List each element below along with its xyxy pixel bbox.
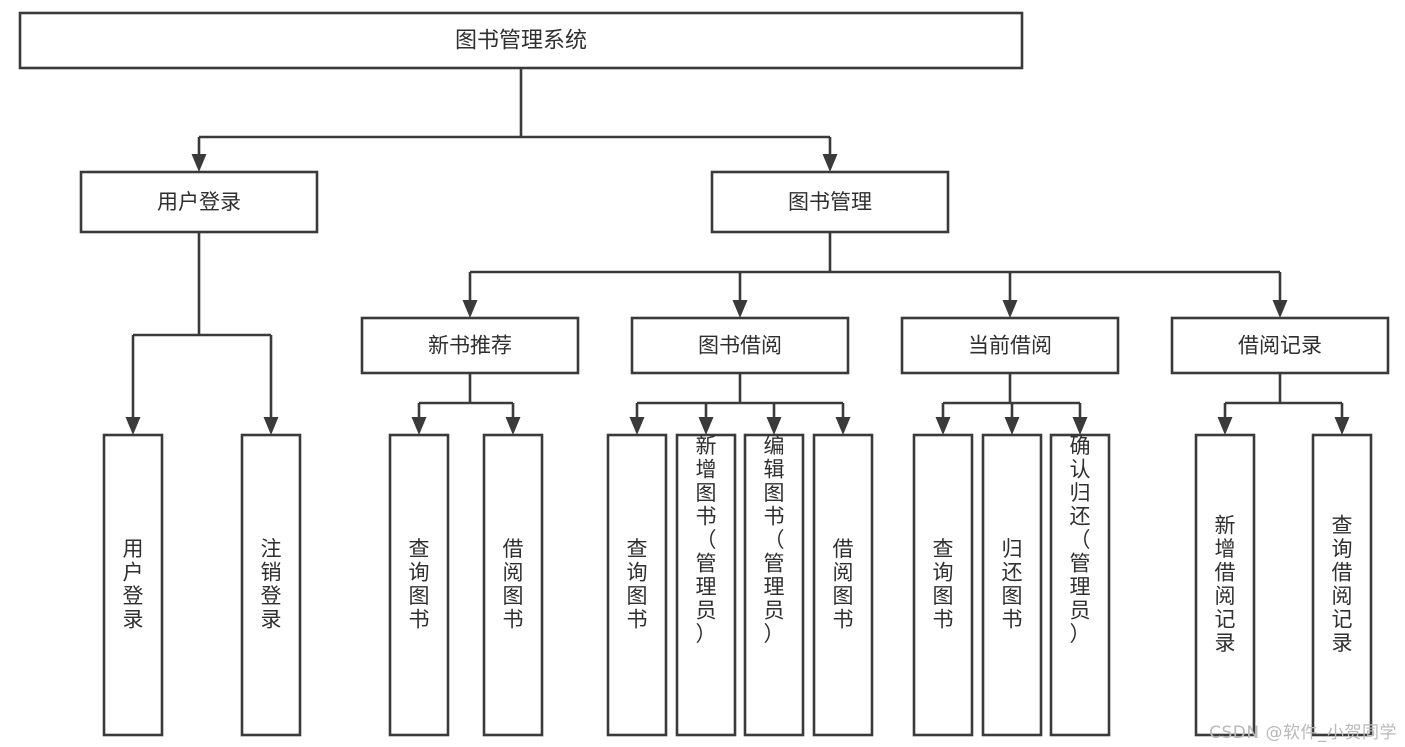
- node-book-borrow[interactable]: 图书借阅: [630, 316, 850, 375]
- edge-userlogin-to-leaf-user-login-arrowhead: [125, 417, 141, 435]
- node-leaf-user-login[interactable]: 用户登录: [102, 433, 164, 737]
- edge-book-borrow-to-leaf-add-book-admin-arrowhead: [698, 417, 714, 435]
- node-leaf-return-book[interactable]: 归还图书: [981, 433, 1043, 737]
- node-box-leaf-confirm-return-admin: [1049, 433, 1111, 737]
- edge-book-borrow-to-leaf-borrow-book-2-arrowhead: [835, 417, 851, 435]
- edge-current-borrow-to-leaf-query-book-3-arrowhead: [935, 417, 951, 435]
- node-leaf-query-book-3[interactable]: 查询图书: [912, 433, 974, 737]
- node-label-leaf-add-borrow-record: 新增借阅记录: [1215, 514, 1236, 656]
- node-label-book-borrow: 图书借阅: [698, 334, 782, 358]
- node-label-borrow-record: 借阅记录: [1238, 334, 1322, 358]
- edge-current-borrow-to-leaf-confirm-return-admin-arrowhead: [1072, 417, 1088, 435]
- node-box-current-borrow: [900, 316, 1120, 375]
- edge-root-to-book-manage-arrowhead: [822, 154, 838, 172]
- node-label-leaf-query-book-1: 查询图书: [409, 537, 430, 632]
- node-borrow-record[interactable]: 借阅记录: [1170, 316, 1390, 375]
- node-label-current-borrow: 当前借阅: [968, 334, 1052, 358]
- node-box-leaf-query-book-3: [912, 433, 974, 737]
- node-box-leaf-query-borrow-record: [1311, 433, 1373, 737]
- node-label-leaf-query-book-2: 查询图书: [627, 537, 648, 632]
- node-label-leaf-user-login: 用户登录: [123, 537, 144, 632]
- node-label-leaf-borrow-book-2: 借阅图书: [833, 537, 854, 632]
- node-current-borrow[interactable]: 当前借阅: [900, 316, 1120, 375]
- node-box-leaf-query-book-1: [388, 433, 450, 737]
- node-boxes: 图书管理系统用户登录图书管理新书推荐图书借阅当前借阅借阅记录用户登录注销登录查询…: [18, 11, 1390, 737]
- node-leaf-query-borrow-record[interactable]: 查询借阅记录: [1311, 433, 1373, 737]
- node-box-leaf-user-login: [102, 433, 164, 737]
- node-label-new-book-recommend: 新书推荐: [428, 334, 512, 358]
- edge-book-borrow-to-leaf-query-book-2-arrowhead: [629, 417, 645, 435]
- node-box-leaf-return-book: [981, 433, 1043, 737]
- node-leaf-borrow-book-1[interactable]: 借阅图书: [482, 433, 544, 737]
- edge-root-to-user-login-arrowhead: [191, 154, 207, 172]
- node-label-leaf-borrow-book-1: 借阅图书: [503, 537, 524, 632]
- node-label-book-manage: 图书管理: [788, 190, 872, 214]
- node-label-leaf-add-book-admin: 新增图书（管理员）: [696, 434, 717, 646]
- edge-borrow-record-to-leaf-query-borrow-record-arrowhead: [1334, 417, 1350, 435]
- node-leaf-logout-login[interactable]: 注销登录: [240, 433, 302, 737]
- node-label-leaf-query-book-3: 查询图书: [933, 537, 954, 632]
- node-leaf-add-book-admin[interactable]: 新增图书（管理员）: [675, 433, 737, 737]
- node-label-leaf-return-book: 归还图书: [1002, 537, 1023, 632]
- node-leaf-confirm-return-admin[interactable]: 确认归还（管理员）: [1049, 433, 1111, 737]
- node-label-leaf-edit-book-admin: 编辑图书（管理员）: [764, 434, 785, 646]
- node-leaf-add-borrow-record[interactable]: 新增借阅记录: [1194, 433, 1256, 737]
- node-leaf-query-book-1[interactable]: 查询图书: [388, 433, 450, 737]
- node-box-leaf-query-book-2: [606, 433, 668, 737]
- connector-lines: [125, 68, 1350, 435]
- node-box-leaf-borrow-book-2: [812, 433, 874, 737]
- node-box-leaf-edit-book-admin: [743, 433, 805, 737]
- edge-borrow-record-to-leaf-add-borrow-record-arrowhead: [1217, 417, 1233, 435]
- node-user-login[interactable]: 用户登录: [79, 170, 319, 234]
- node-leaf-borrow-book-2[interactable]: 借阅图书: [812, 433, 874, 737]
- node-box-book-manage: [710, 170, 950, 234]
- edge-new-book-recommend-to-leaf-borrow-book-1-arrowhead: [505, 417, 521, 435]
- node-label-leaf-logout-login: 注销登录: [261, 537, 282, 632]
- node-label-root: 图书管理系统: [455, 29, 587, 54]
- csdn-watermark: CSDN @软件_小贺同学: [1209, 723, 1397, 743]
- node-label-leaf-query-borrow-record: 查询借阅记录: [1332, 514, 1353, 656]
- node-box-book-borrow: [630, 316, 850, 375]
- edge-bookmanage-to-new-book-recommend-arrowhead: [462, 300, 478, 318]
- node-root[interactable]: 图书管理系统: [18, 11, 1024, 70]
- node-box-user-login: [79, 170, 319, 234]
- node-new-book-recommend[interactable]: 新书推荐: [360, 316, 580, 375]
- node-box-root: [18, 11, 1024, 70]
- edge-bookmanage-to-book-borrow-arrowhead: [732, 300, 748, 318]
- node-box-leaf-logout-login: [240, 433, 302, 737]
- edge-bookmanage-to-borrow-record-arrowhead: [1272, 300, 1288, 318]
- node-box-borrow-record: [1170, 316, 1390, 375]
- edge-new-book-recommend-to-leaf-query-book-1-arrowhead: [411, 417, 427, 435]
- edge-current-borrow-to-leaf-return-book-arrowhead: [1004, 417, 1020, 435]
- node-label-leaf-confirm-return-admin: 确认归还（管理员）: [1070, 434, 1091, 646]
- node-label-user-login: 用户登录: [157, 190, 241, 214]
- edge-userlogin-to-leaf-logout-login-arrowhead: [263, 417, 279, 435]
- node-leaf-query-book-2[interactable]: 查询图书: [606, 433, 668, 737]
- edge-bookmanage-to-current-borrow-arrowhead: [1002, 300, 1018, 318]
- node-box-leaf-borrow-book-1: [482, 433, 544, 737]
- node-box-new-book-recommend: [360, 316, 580, 375]
- edge-book-borrow-to-leaf-edit-book-admin-arrowhead: [766, 417, 782, 435]
- node-box-leaf-add-borrow-record: [1194, 433, 1256, 737]
- node-box-leaf-add-book-admin: [675, 433, 737, 737]
- node-leaf-edit-book-admin[interactable]: 编辑图书（管理员）: [743, 433, 805, 737]
- node-book-manage[interactable]: 图书管理: [710, 170, 950, 234]
